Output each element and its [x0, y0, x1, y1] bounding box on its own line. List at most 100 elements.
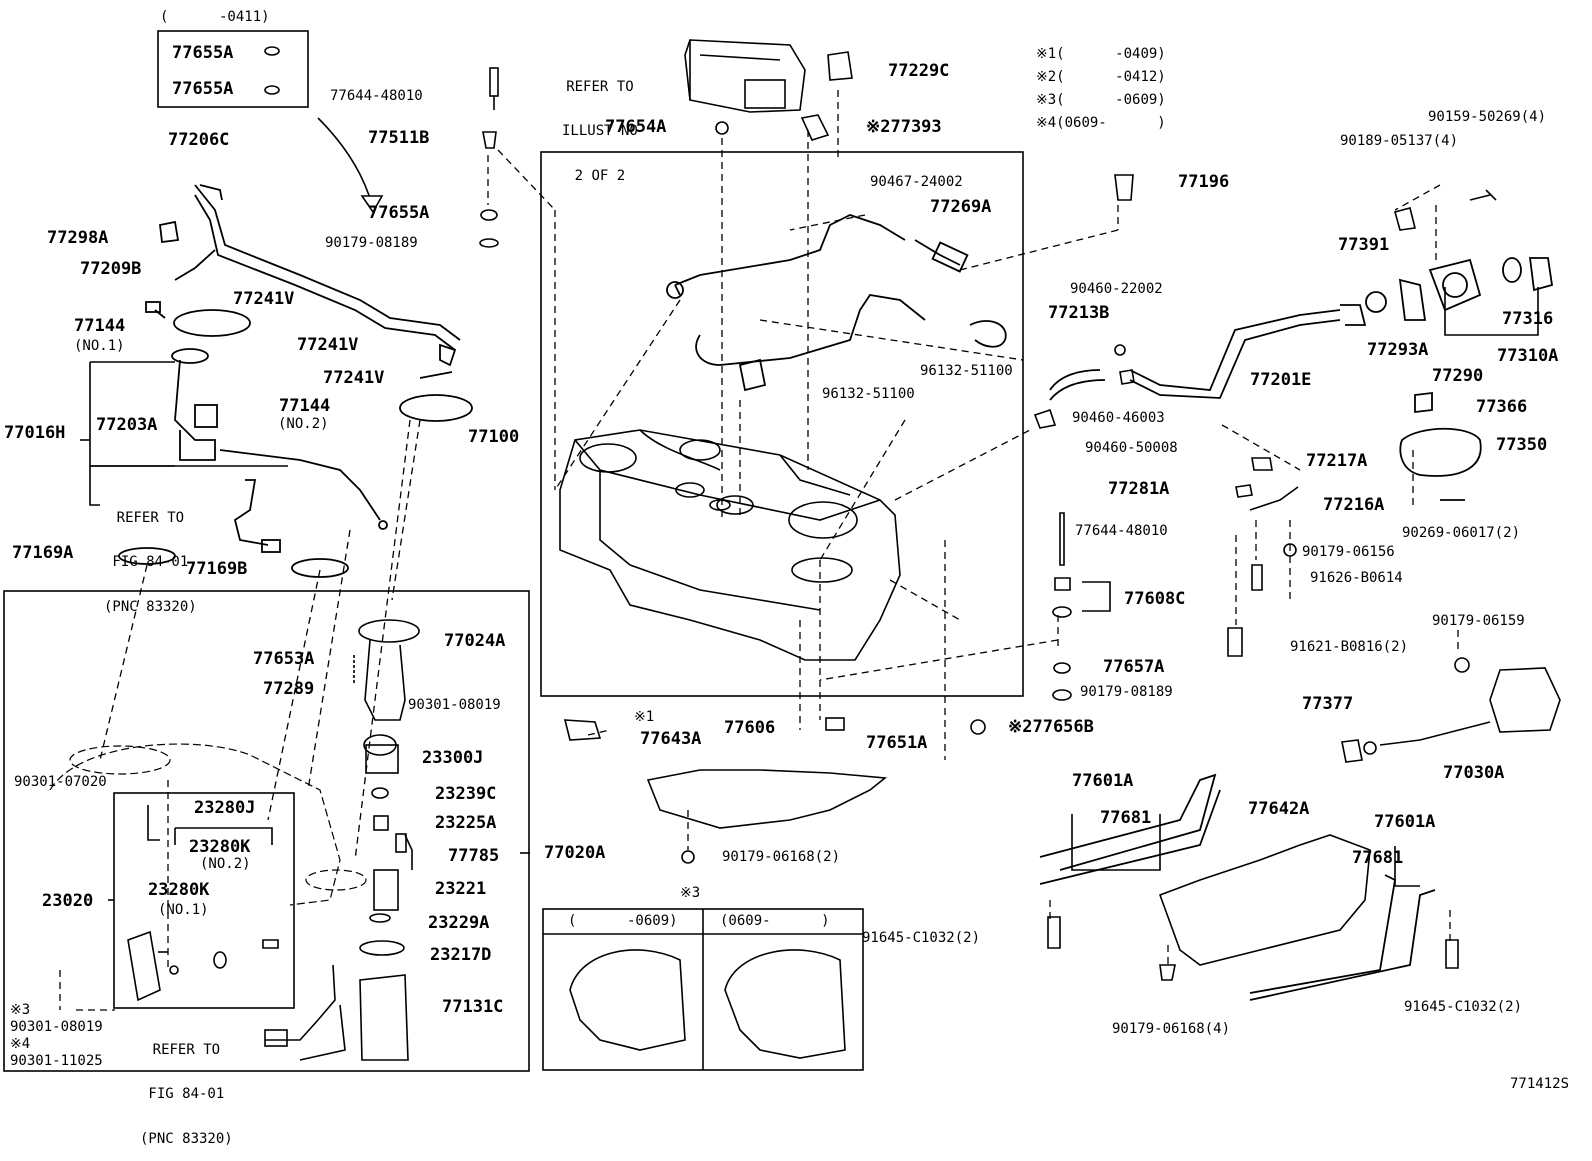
- part-77281a[interactable]: 77281A: [1108, 479, 1170, 499]
- inset-shield-new: [724, 949, 846, 1059]
- refer-fig-a-line2: FIG 84-01: [112, 554, 189, 571]
- part-23225a[interactable]: 23225A: [435, 813, 497, 833]
- part-77656b[interactable]: ※277656B: [1008, 717, 1094, 737]
- part-90269-06017[interactable]: 90269-06017(2): [1402, 525, 1521, 541]
- part-23217d[interactable]: 23217D: [430, 945, 492, 965]
- part-77024a[interactable]: 77024A: [444, 631, 506, 651]
- part-77391[interactable]: 77391: [1338, 235, 1390, 255]
- part-77216a[interactable]: 77216A: [1323, 495, 1385, 515]
- part-90179-06156[interactable]: 90179-06156: [1302, 544, 1395, 560]
- part-23221[interactable]: 23221: [435, 879, 487, 899]
- part-77681-a[interactable]: 77681: [1100, 808, 1152, 828]
- part-77169b[interactable]: 77169B: [186, 559, 248, 579]
- part-77651a[interactable]: 77651A: [866, 733, 928, 753]
- part-90460-50008[interactable]: 90460-50008: [1085, 440, 1178, 456]
- part-90301-07020[interactable]: 90301-07020: [14, 774, 107, 790]
- part-77644-48010-top[interactable]: 77644-48010: [330, 88, 423, 104]
- part-77209b[interactable]: 77209B: [80, 259, 142, 279]
- part-77608c[interactable]: 77608C: [1124, 589, 1186, 609]
- part-77289[interactable]: 77289: [263, 679, 315, 699]
- bracket-77393: [800, 114, 830, 141]
- part-77196[interactable]: 77196: [1178, 172, 1230, 192]
- part-90460-22002[interactable]: 90460-22002: [1070, 281, 1163, 297]
- part-77269a[interactable]: 77269A: [930, 197, 992, 217]
- part-77241v-c[interactable]: 77241V: [323, 368, 385, 388]
- part-77601a-b[interactable]: 77601A: [1374, 812, 1436, 832]
- tank-outline-sketch: [49, 743, 367, 906]
- part-77020a[interactable]: 77020A: [544, 843, 606, 863]
- part-96132-51100-b[interactable]: 96132-51100: [822, 386, 915, 402]
- part-77100[interactable]: 77100: [468, 427, 520, 447]
- part-77657a[interactable]: 77657A: [1103, 657, 1165, 677]
- part-91626-b0614[interactable]: 91626-B0614: [1310, 570, 1403, 586]
- part-77241v-a[interactable]: 77241V: [233, 289, 295, 309]
- part-90179-08189-right[interactable]: 90179-08189: [1080, 684, 1173, 700]
- part-90159-50269[interactable]: 90159-50269(4): [1428, 109, 1547, 125]
- refer-fig-b-line2: FIG 84-01: [148, 1086, 225, 1103]
- part-77293a[interactable]: 77293A: [1367, 340, 1429, 360]
- part-77655a-box-a[interactable]: 77655A: [172, 43, 234, 63]
- part-90460-46003[interactable]: 90460-46003: [1072, 410, 1165, 426]
- part-77201e[interactable]: 77201E: [1250, 370, 1312, 390]
- part-77206c[interactable]: 77206C: [168, 130, 230, 150]
- inset-header-old: ( -0609): [568, 913, 678, 929]
- part-77290[interactable]: 77290: [1432, 366, 1484, 386]
- part-77241v-b[interactable]: 77241V: [297, 335, 359, 355]
- part-77511b[interactable]: 77511B: [368, 128, 430, 148]
- vent-hoses: [666, 214, 1007, 392]
- part-77144-a[interactable]: 77144: [74, 316, 126, 336]
- part-77366[interactable]: 77366: [1476, 397, 1528, 417]
- part-23280j[interactable]: 23280J: [194, 798, 256, 818]
- part-90179-06168-4[interactable]: 90179-06168(4): [1112, 1021, 1231, 1037]
- part-77217a[interactable]: 77217A: [1306, 451, 1368, 471]
- date-box-arrow-head: [360, 195, 384, 214]
- part-23280k-a[interactable]: 23280K: [189, 837, 251, 857]
- part-77606[interactable]: 77606: [724, 718, 776, 738]
- part-77785[interactable]: 77785: [448, 846, 500, 866]
- part-77350[interactable]: 77350: [1496, 435, 1548, 455]
- part-90301-08019-b[interactable]: 90301-08019: [10, 1019, 103, 1035]
- part-77377[interactable]: 77377: [1302, 694, 1354, 714]
- part-77681-b[interactable]: 77681: [1352, 848, 1404, 868]
- part-77316[interactable]: 77316: [1502, 309, 1554, 329]
- part-77144-b[interactable]: 77144: [279, 396, 331, 416]
- part-77203a[interactable]: 77203A: [96, 415, 158, 435]
- part-77644-48010-right[interactable]: 77644-48010: [1075, 523, 1168, 539]
- part-77298a[interactable]: 77298A: [47, 228, 109, 248]
- part-90189-05137[interactable]: 90189-05137(4): [1340, 133, 1459, 149]
- part-91645-c1032-b[interactable]: 91645-C1032(2): [1404, 999, 1523, 1015]
- part-91645-c1032-a[interactable]: 91645-C1032(2): [862, 930, 981, 946]
- part-23229a[interactable]: 23229A: [428, 913, 490, 933]
- part-96132-51100-a[interactable]: 96132-51100: [920, 363, 1013, 379]
- part-77654a[interactable]: 77654A: [605, 117, 667, 137]
- part-77653a[interactable]: 77653A: [253, 649, 315, 669]
- part-77601a-a[interactable]: 77601A: [1072, 771, 1134, 791]
- part-90179-06168-2[interactable]: 90179-06168(2): [722, 849, 841, 865]
- part-77229c[interactable]: 77229C: [888, 61, 950, 81]
- part-77393[interactable]: ※277393: [866, 117, 942, 137]
- part-23020[interactable]: 23020: [42, 891, 94, 911]
- part-90179-08189-top[interactable]: 90179-08189: [325, 235, 418, 251]
- part-77310a[interactable]: 77310A: [1497, 346, 1559, 366]
- part-77213b[interactable]: 77213B: [1048, 303, 1110, 323]
- part-77655a-mid[interactable]: 77655A: [368, 203, 430, 223]
- part-90301-08019-a[interactable]: 90301-08019: [408, 697, 501, 713]
- part-90179-06159[interactable]: 90179-06159: [1432, 613, 1525, 629]
- inset-header-new: (0609- ): [720, 913, 830, 929]
- part-23300j[interactable]: 23300J: [422, 748, 484, 768]
- part-77030a[interactable]: 77030A: [1443, 763, 1505, 783]
- part-23239c[interactable]: 23239C: [435, 784, 497, 804]
- part-77642a[interactable]: 77642A: [1248, 799, 1310, 819]
- part-77131c[interactable]: 77131C: [442, 997, 504, 1017]
- part-77169a[interactable]: 77169A: [12, 543, 74, 563]
- plug-77654a: [715, 121, 729, 135]
- part-77643a[interactable]: 77643A: [640, 729, 702, 749]
- figure-id: 771412S: [1510, 1076, 1570, 1092]
- part-77655a-box-b[interactable]: 77655A: [172, 79, 234, 99]
- part-90301-11025[interactable]: 90301-11025: [10, 1053, 103, 1069]
- sublabel-no2-b: (NO.2): [200, 856, 251, 872]
- part-23280k-b[interactable]: 23280K: [148, 880, 210, 900]
- part-90467-24002[interactable]: 90467-24002: [870, 174, 963, 190]
- part-77016h[interactable]: 77016H: [4, 423, 66, 443]
- part-91621-b0816[interactable]: 91621-B0816(2): [1290, 639, 1409, 655]
